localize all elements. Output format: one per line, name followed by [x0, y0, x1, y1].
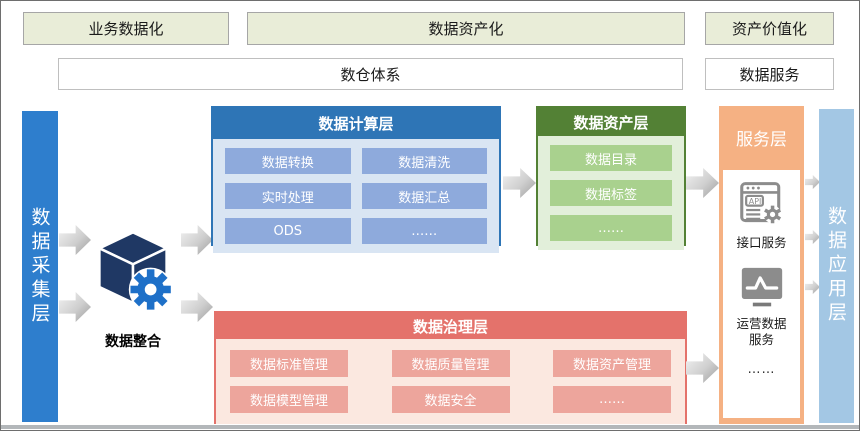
integration-label: 数据整合 — [105, 334, 161, 350]
compute-layer-body: 数据转换 数据清洗 实时处理 数据汇总 ODS …… — [213, 139, 499, 253]
governance-item: 数据资产管理 — [553, 350, 671, 377]
service-item-label: 接口服务 — [736, 235, 787, 250]
application-layer-bar: 数据应用层 — [819, 109, 854, 423]
bottom-divider — [1, 425, 859, 429]
flow-arrow-small — [805, 230, 820, 244]
compute-item: 数据汇总 — [361, 183, 487, 209]
governance-item: 数据模型管理 — [230, 386, 348, 413]
system-label: 数仓体系 — [340, 65, 401, 84]
stage-box-data-assetization: 数据资产化 — [247, 12, 685, 45]
service-layer-title: 服务层 — [736, 129, 787, 150]
stage-label: 业务数据化 — [88, 20, 164, 38]
system-label: 数据服务 — [739, 65, 800, 84]
service-item-label: …… — [747, 361, 776, 377]
flow-arrow — [59, 292, 91, 322]
stage-label: 数据资产化 — [428, 20, 504, 38]
asset-item: 数据目录 — [550, 145, 672, 171]
asset-layer: 数据资产层 数据目录 数据标签 …… — [536, 106, 686, 250]
asset-layer-body: 数据目录 数据标签 …… — [538, 136, 684, 250]
service-item-label: 运营数据服务 — [736, 316, 787, 348]
application-layer-label: 数据应用层 — [825, 206, 847, 326]
service-layer: 服务层 API — [719, 106, 804, 424]
compute-layer-title: 数据计算层 — [213, 108, 499, 139]
cube-gear-icon — [96, 230, 173, 312]
stage-box-business-dataization: 业务数据化 — [23, 12, 229, 45]
system-box-data-service: 数据服务 — [705, 58, 834, 90]
collection-layer-label: 数据采集层 — [28, 206, 51, 327]
monitor-chart-icon — [741, 267, 782, 307]
compute-item: ODS — [225, 218, 351, 244]
flow-arrow-small — [805, 175, 820, 189]
collection-layer-bar: 数据采集层 — [22, 111, 58, 422]
flow-arrow — [503, 168, 536, 198]
governance-layer-body: 数据标准管理 数据质量管理 数据资产管理 数据模型管理 数据安全 …… — [216, 339, 685, 424]
governance-layer-title: 数据治理层 — [216, 313, 685, 339]
flow-arrow — [59, 225, 91, 255]
compute-layer: 数据计算层 数据转换 数据清洗 实时处理 数据汇总 ODS …… — [211, 106, 501, 253]
compute-item: 数据转换 — [225, 148, 351, 174]
compute-item: …… — [361, 218, 487, 244]
governance-layer: 数据治理层 数据标准管理 数据质量管理 数据资产管理 数据模型管理 数据安全 …… — [214, 311, 687, 424]
compute-item: 数据清洗 — [361, 148, 487, 174]
compute-item: 实时处理 — [225, 183, 351, 209]
flow-arrow-small — [805, 280, 820, 294]
flow-arrow — [181, 225, 213, 255]
governance-item: 数据安全 — [391, 386, 510, 413]
svg-text:API: API — [748, 197, 761, 206]
stage-box-asset-valuation: 资产价值化 — [705, 12, 834, 45]
governance-item: 数据质量管理 — [391, 350, 510, 377]
governance-item: 数据标准管理 — [230, 350, 348, 377]
flow-arrow — [181, 292, 213, 322]
service-layer-body: API 接口服务 — [723, 170, 800, 418]
asset-item: …… — [550, 215, 672, 241]
api-browser-icon: API — [739, 182, 781, 224]
governance-item: …… — [553, 386, 671, 413]
flow-arrow — [686, 168, 719, 198]
asset-item: 数据标签 — [550, 180, 672, 206]
asset-layer-title: 数据资产层 — [538, 108, 684, 136]
stage-label: 资产价值化 — [731, 20, 807, 38]
system-box-data-warehouse: 数仓体系 — [58, 58, 683, 90]
flow-arrow — [686, 353, 719, 383]
